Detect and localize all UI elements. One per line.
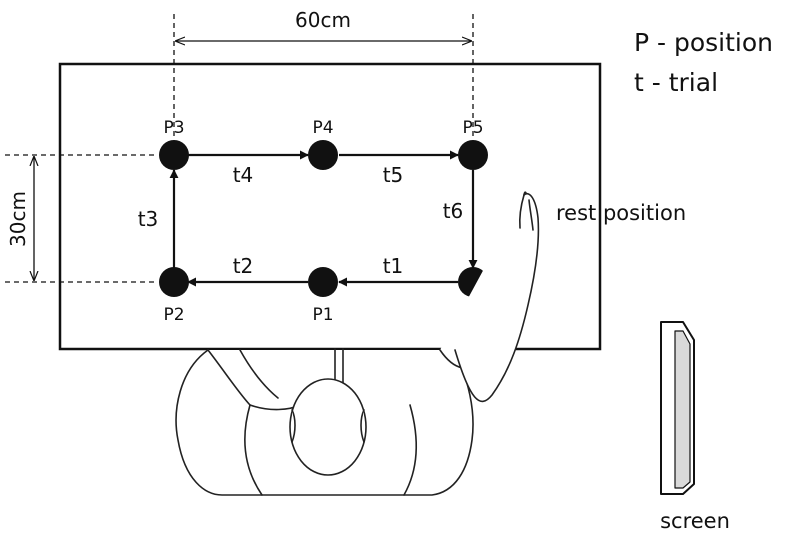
- label-t2: t2: [233, 254, 254, 278]
- height-label: 30cm: [6, 191, 30, 247]
- label-t4: t4: [233, 163, 254, 187]
- screen-shape: [660, 321, 695, 495]
- subject-figure: [175, 191, 540, 496]
- rest-position-label: rest position: [556, 201, 686, 225]
- label-p4: P4: [312, 118, 333, 138]
- label-p5: P5: [462, 118, 483, 138]
- height-dimension: [5, 154, 158, 283]
- dot-p5: [458, 140, 488, 170]
- label-p2: P2: [163, 305, 184, 325]
- label-t5: t5: [383, 163, 404, 187]
- trial-arrows: [169, 150, 478, 287]
- width-dimension: [173, 14, 474, 140]
- label-p3: P3: [163, 118, 184, 138]
- dot-p1: [308, 267, 338, 297]
- table-outline: [58, 62, 602, 351]
- dot-p3: [159, 140, 189, 170]
- label-p1: P1: [312, 305, 333, 325]
- dot-p4: [308, 140, 338, 170]
- label-t6: t6: [443, 199, 464, 223]
- position-dots: [159, 140, 488, 297]
- width-label: 60cm: [295, 8, 351, 32]
- legend-position: P - position: [634, 28, 773, 57]
- legend-trial: t - trial: [634, 68, 718, 97]
- dot-p2: [159, 267, 189, 297]
- screen-label: screen: [660, 509, 730, 533]
- label-t1: t1: [383, 254, 404, 278]
- label-t3: t3: [138, 207, 159, 231]
